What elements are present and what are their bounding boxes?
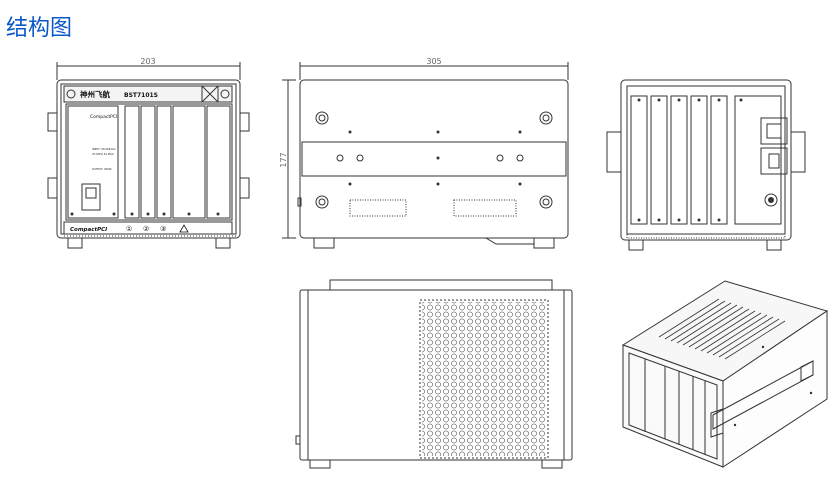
side-width-dimension: 305 — [426, 58, 441, 66]
footer-brand-label: CompactPCI — [70, 227, 107, 233]
card-small-text-3: OUTPUT: 200W — [92, 167, 112, 171]
brand-text: 神州飞航 — [80, 89, 110, 99]
card-brand-label: CompactPCI — [90, 114, 117, 120]
isometric-view-drawing — [621, 280, 829, 468]
model-text: BST7101S — [124, 92, 158, 99]
page-title: 结构图 — [6, 16, 73, 41]
front-view-drawing: 203 神州飞航 BST7101S CompactPCI INPUT: 90-2… — [47, 58, 250, 249]
slot-number-2: ② — [143, 225, 149, 233]
slot-number-3: ③ — [160, 225, 166, 233]
side-view-drawing: 305 177 — [280, 58, 569, 249]
warning-icon — [179, 224, 189, 233]
rear-view-drawing — [606, 79, 806, 251]
card-small-text-1: INPUT: 90-264VAC — [92, 147, 116, 151]
perforation-grid — [422, 302, 546, 456]
card-small-text-2: 47-63Hz 3A MAX — [92, 152, 114, 156]
front-width-dimension: 203 — [140, 58, 155, 66]
slot-number-1: ① — [126, 225, 132, 233]
side-height-dimension: 177 — [280, 152, 288, 167]
top-view-drawing — [295, 279, 573, 469]
